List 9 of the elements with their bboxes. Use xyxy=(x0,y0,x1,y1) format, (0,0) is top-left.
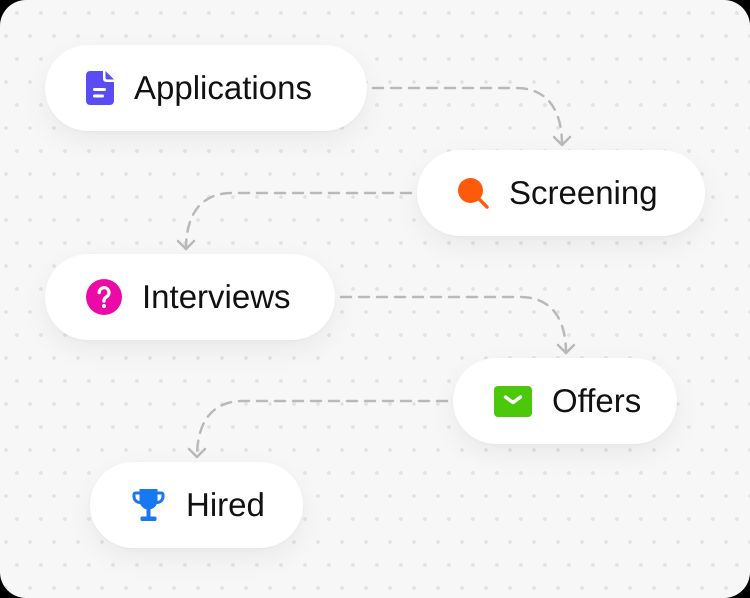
dashed-arrow xyxy=(340,296,575,354)
dashed-arrow xyxy=(188,400,448,458)
stage-label: Screening xyxy=(509,174,658,212)
stage-label: Hired xyxy=(186,486,265,524)
stage-label: Applications xyxy=(134,69,312,107)
stage-label: Offers xyxy=(552,382,642,420)
dashed-arrow xyxy=(177,192,412,250)
dashed-arrow xyxy=(372,86,571,146)
stage-label: Interviews xyxy=(142,278,291,316)
